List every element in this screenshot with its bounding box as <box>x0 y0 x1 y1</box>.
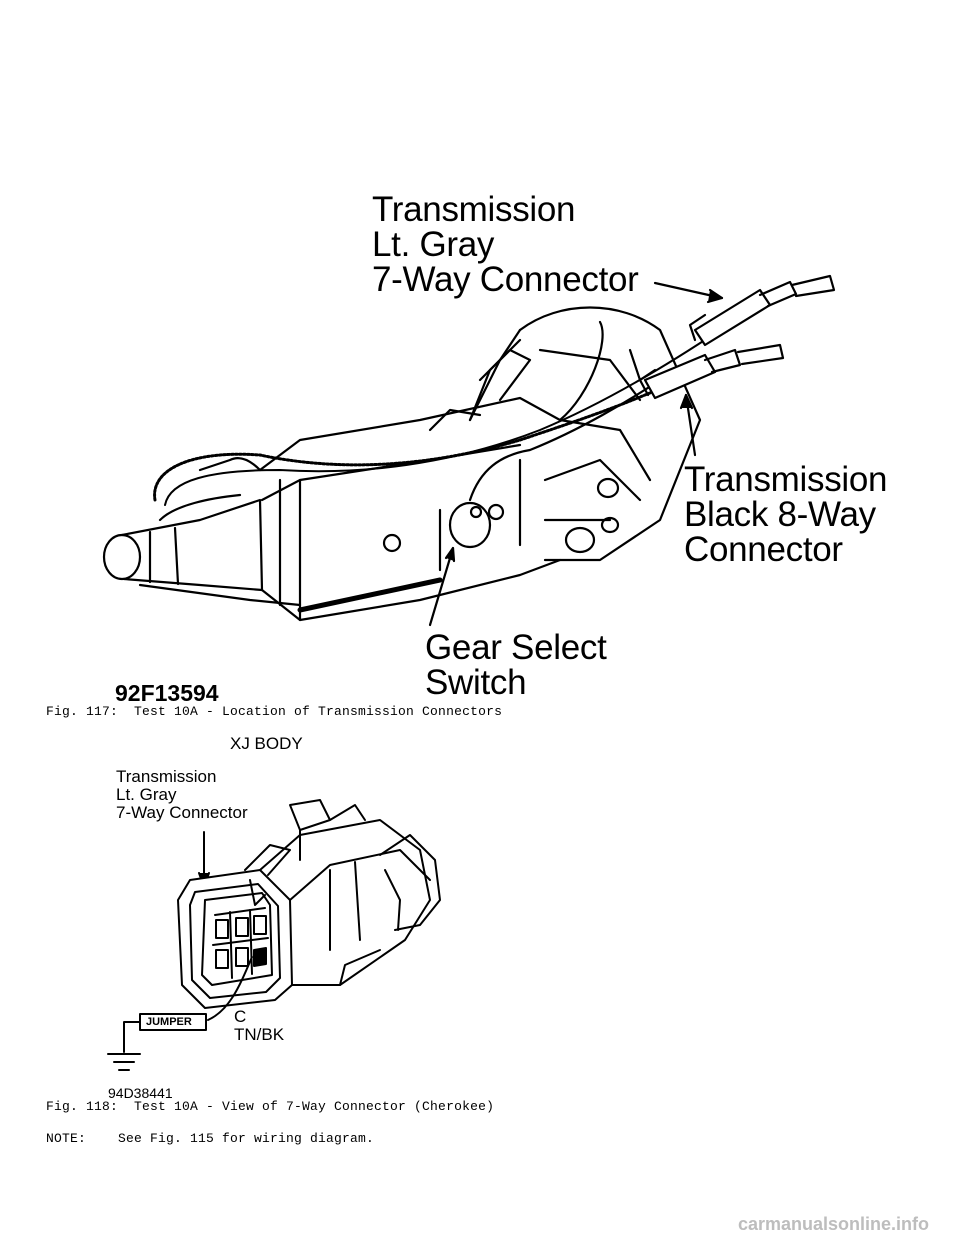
callout-lt-gray-connector: Transmission Lt. Gray 7-Way Connector <box>116 768 248 822</box>
callout-line: Black 8-Way <box>684 495 876 534</box>
callout-line: Transmission <box>372 190 576 229</box>
callout-line: 7-Way Connector <box>372 260 639 299</box>
callout-gear-select-switch: Gear Select Switch <box>425 630 607 700</box>
callout-line: Switch <box>425 663 527 702</box>
callout-line: Gear Select <box>425 628 607 667</box>
callout-line: Transmission <box>684 460 888 499</box>
figure-number: 94D38441 <box>108 1085 173 1101</box>
figure-number: 92F13594 <box>115 680 219 706</box>
body-label: XJ BODY <box>230 734 303 753</box>
callout-lt-gray-connector: Transmission Lt. Gray 7-Way Connector <box>372 192 639 297</box>
callout-line: 7-Way Connector <box>116 803 248 822</box>
figure-caption: Fig. 117: Test 10A - Location of Transmi… <box>46 704 503 719</box>
callout-black-connector: Transmission Black 8-Way Connector <box>684 460 888 569</box>
callout-line: Connector <box>684 530 843 569</box>
figure-caption: Fig. 118: Test 10A - View of 7-Way Conne… <box>46 1099 495 1114</box>
callout-line: Transmission <box>116 767 217 786</box>
cavity-letter: C <box>234 1007 247 1026</box>
wire-color: TN/BK <box>234 1025 285 1044</box>
jumper-label: JUMPER <box>146 1016 192 1028</box>
callout-line: Lt. Gray <box>372 225 495 264</box>
note-text: NOTE: See Fig. 115 for wiring diagram. <box>46 1131 375 1146</box>
callout-line: Lt. Gray <box>116 785 177 804</box>
cavity-label: C TN/BK <box>234 1008 284 1044</box>
watermark: carmanualsonline.info <box>738 1214 930 1234</box>
